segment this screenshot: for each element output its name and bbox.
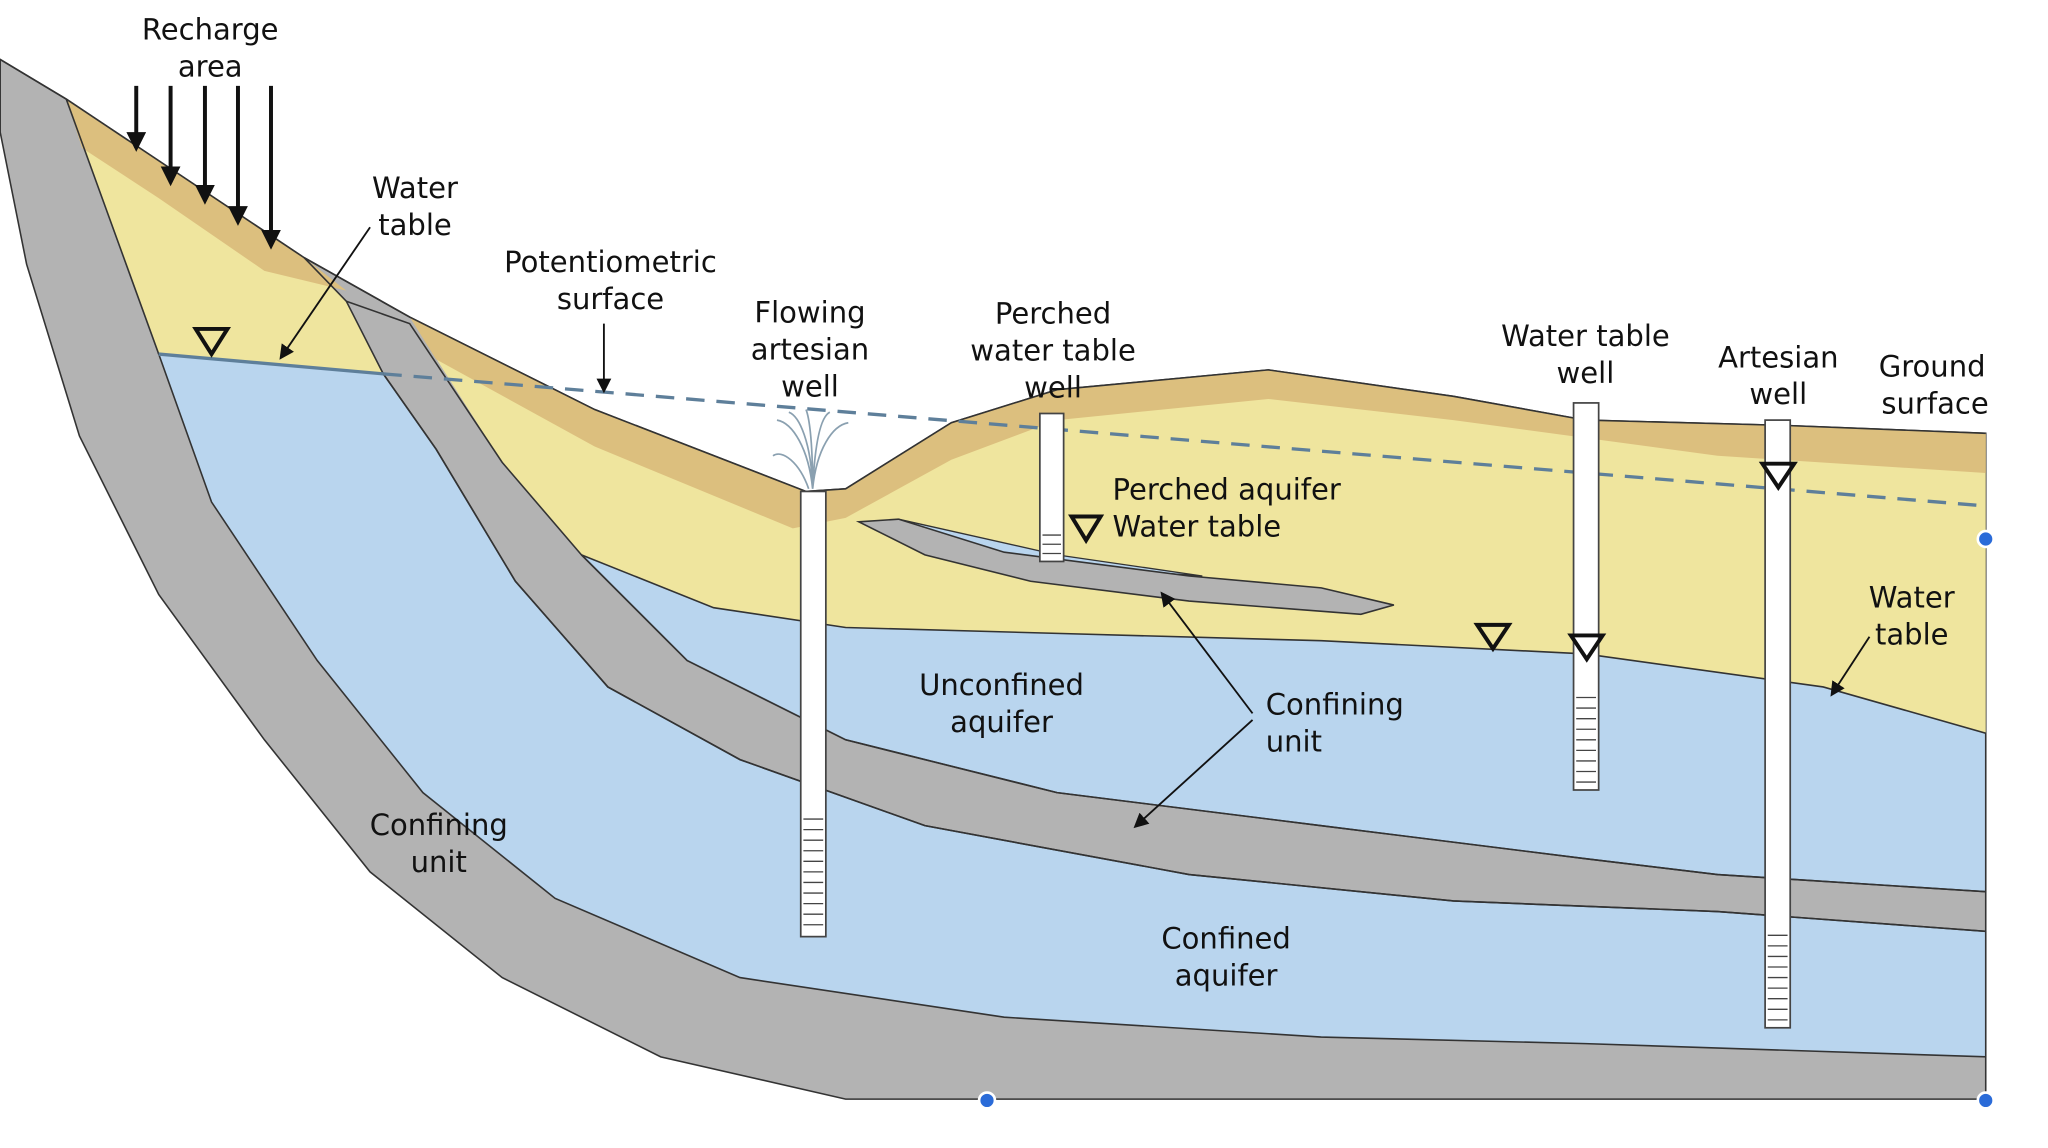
perched-water-table-well — [1038, 412, 1065, 563]
recharge-arrows — [126, 85, 281, 250]
water-table-pointer — [279, 226, 371, 360]
confining-pointer-upper — [1160, 591, 1254, 714]
water-level-triangle-icon — [1068, 514, 1105, 545]
artesian-well — [1764, 419, 1792, 1029]
confining-pointer-lower — [1133, 719, 1254, 829]
perched-confining-lens — [855, 518, 1395, 616]
label-perched-water-table: Water table — [1113, 509, 1282, 543]
selection-handle[interactable] — [1976, 1091, 1995, 1110]
potentiometric-surface-line — [383, 372, 1986, 508]
water-level-triangle-icon — [1567, 633, 1607, 663]
water-level-triangle-icon — [1758, 461, 1798, 492]
water-table-well — [1572, 402, 1600, 791]
label-perched-aquifer: Perched aquifer — [1113, 472, 1341, 506]
flowing-artesian-well — [772, 409, 849, 938]
water-level-triangle-icon — [1473, 622, 1513, 653]
water-table-right-pointer — [1830, 636, 1871, 697]
selection-handle[interactable] — [977, 1091, 997, 1110]
fountain-icon — [772, 409, 849, 490]
water-table-line — [158, 352, 384, 376]
water-level-triangle-icon — [192, 326, 231, 358]
selection-handle[interactable] — [1976, 529, 1995, 549]
